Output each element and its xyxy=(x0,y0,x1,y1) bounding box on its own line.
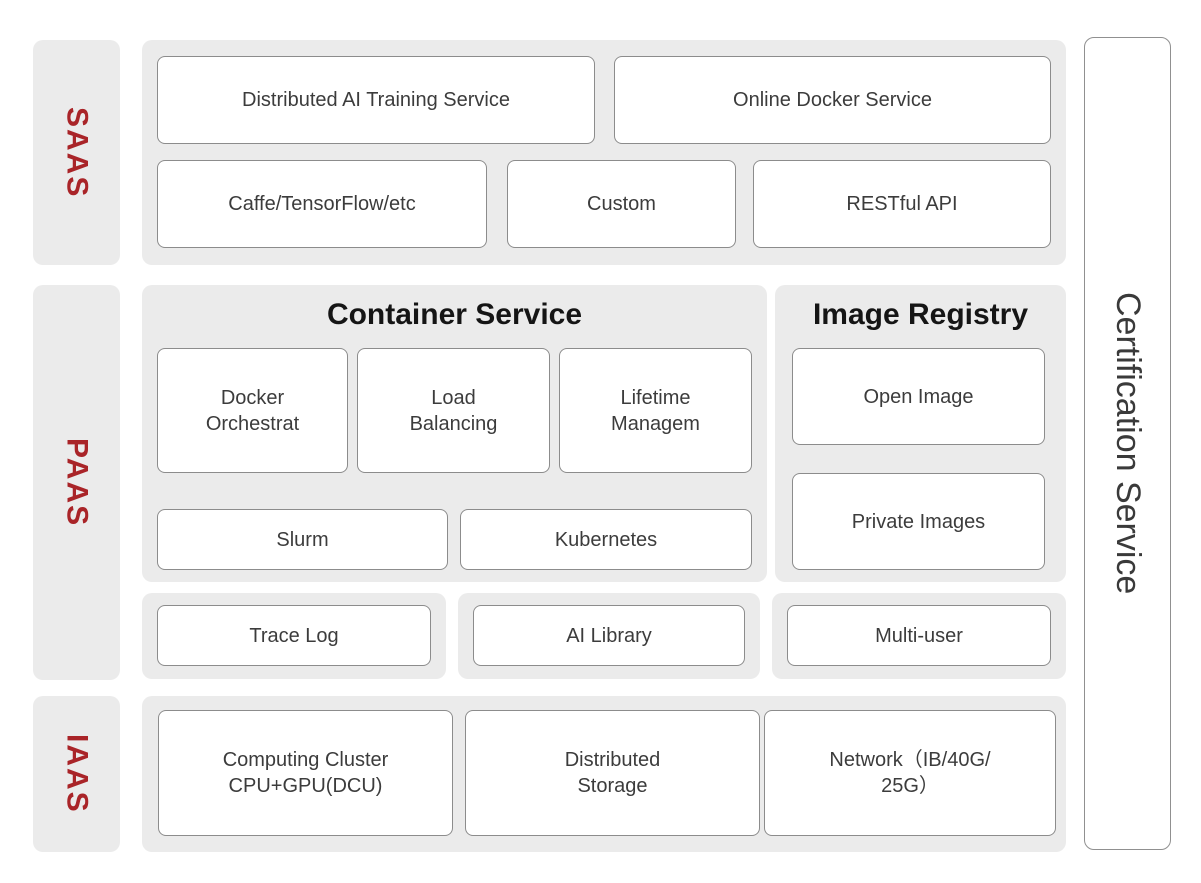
box-kubernetes: Kubernetes xyxy=(460,509,752,570)
box-distributed-storage: Distributed Storage xyxy=(465,710,760,836)
box-ai-library: AI Library xyxy=(473,605,745,666)
image-registry-title: Image Registry xyxy=(812,298,1029,331)
ai-library-panel: AI Library xyxy=(458,593,760,679)
box-multi-user: Multi-user xyxy=(787,605,1051,666)
layer-label-iaas-text: IAAS xyxy=(60,734,94,814)
box-trace-log: Trace Log xyxy=(157,605,431,666)
container-service-panel: Container Service Docker Orchestrat Load… xyxy=(142,285,767,582)
saas-panel: Distributed AI Training Service Online D… xyxy=(142,40,1066,265)
box-restful-api: RESTful API xyxy=(753,160,1051,248)
box-caffe-tensorflow-etc: Caffe/TensorFlow/etc xyxy=(157,160,487,248)
layer-label-paas-text: PAAS xyxy=(60,437,94,528)
container-service-title: Container Service xyxy=(326,298,583,331)
box-load-balancing: Load Balancing xyxy=(357,348,550,473)
box-lifetime-managem: Lifetime Managem xyxy=(559,348,752,473)
certification-service-box: Certification Service xyxy=(1084,37,1171,850)
trace-log-panel: Trace Log xyxy=(142,593,446,679)
box-custom: Custom xyxy=(507,160,736,248)
box-open-image: Open Image xyxy=(792,348,1045,445)
iaas-panel: Computing Cluster CPU+GPU(DCU) Distribut… xyxy=(142,696,1066,852)
box-network: Network（IB/40G/ 25G） xyxy=(764,710,1056,836)
layer-label-paas: PAAS xyxy=(33,285,120,680)
certification-service-text: Certification Service xyxy=(1109,292,1147,595)
box-distributed-ai-training-service: Distributed AI Training Service xyxy=(157,56,595,144)
box-online-docker-service: Online Docker Service xyxy=(614,56,1051,144)
box-computing-cluster: Computing Cluster CPU+GPU(DCU) xyxy=(158,710,453,836)
image-registry-panel: Image Registry Open Image Private Images xyxy=(775,285,1066,582)
layer-label-saas-text: SAAS xyxy=(60,106,94,199)
box-docker-orchestrat: Docker Orchestrat xyxy=(157,348,348,473)
box-slurm: Slurm xyxy=(157,509,448,570)
multi-user-panel: Multi-user xyxy=(772,593,1066,679)
layer-label-saas: SAAS xyxy=(33,40,120,265)
layer-label-iaas: IAAS xyxy=(33,696,120,852)
box-private-images: Private Images xyxy=(792,473,1045,570)
